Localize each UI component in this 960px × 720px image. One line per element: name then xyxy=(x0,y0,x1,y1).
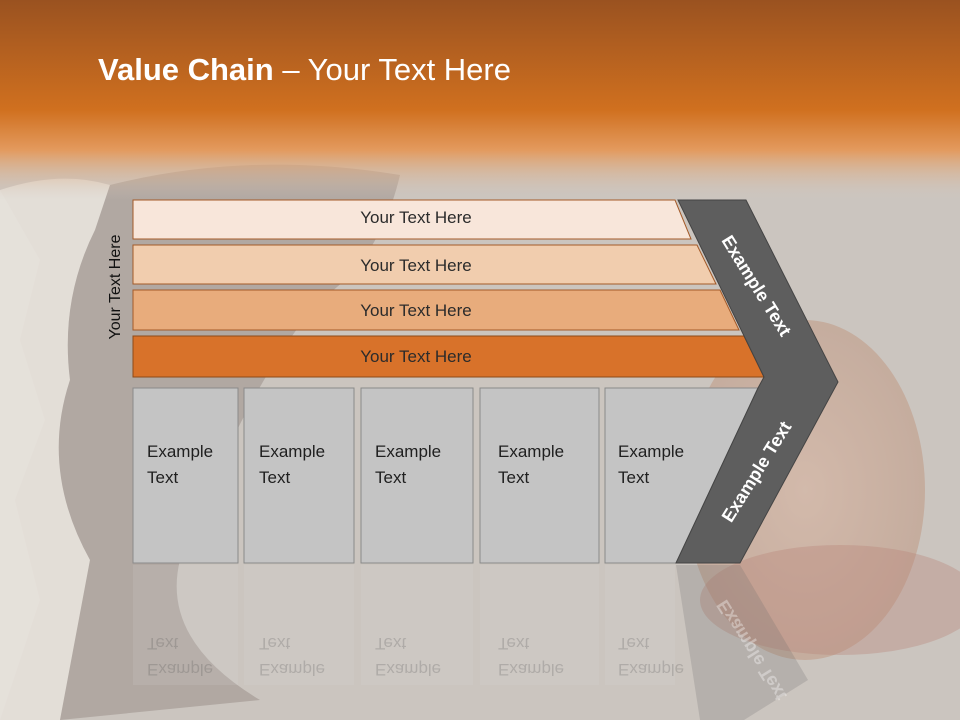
title-rest: – Your Text Here xyxy=(273,52,511,87)
box-3-label: Example Text xyxy=(375,439,475,491)
box-3-reflection-line2: Text xyxy=(375,634,407,653)
box-2-line2: Text xyxy=(259,468,291,487)
box-1-reflection-line2: Text xyxy=(147,634,179,653)
box-5-reflection-line1: Example xyxy=(618,660,685,679)
box-5-label: Example Text xyxy=(618,439,718,491)
box-4[interactable] xyxy=(479,387,600,564)
title-bold: Value Chain xyxy=(98,52,274,87)
box-2-reflection-line2: Text xyxy=(259,634,291,653)
box-3[interactable] xyxy=(360,387,474,564)
chevron-arrow[interactable] xyxy=(675,199,839,564)
bar-3-label: Your Text Here xyxy=(360,301,472,320)
bar-2-label: Your Text Here xyxy=(360,256,472,275)
bar-1-label: Your Text Here xyxy=(360,208,472,227)
box-4-reflection-line2: Text xyxy=(498,634,530,653)
box-4-line1: Example xyxy=(498,442,565,461)
box-5-reflection-line2: Text xyxy=(618,634,650,653)
box-1-label: Example Text xyxy=(147,439,247,491)
box-3-line1: Example xyxy=(375,442,442,461)
box-3-line2: Text xyxy=(375,468,407,487)
bar-1[interactable] xyxy=(132,199,692,240)
bar-4-label: Your Text Here xyxy=(360,347,472,366)
reflection xyxy=(133,565,675,685)
box-2-reflection-line1: Example xyxy=(259,660,326,679)
box-2-label: Example Text xyxy=(259,439,359,491)
box-5-reflection-label: Example Text xyxy=(618,630,718,682)
box-4-reflection-label: Example Text xyxy=(498,630,598,682)
chevron-reflection xyxy=(676,565,808,720)
bar-3[interactable] xyxy=(132,289,740,331)
box-5-line2: Text xyxy=(618,468,650,487)
box-4-label: Example Text xyxy=(498,439,598,491)
box-2[interactable] xyxy=(243,387,355,564)
box-3-reflection-label: Example Text xyxy=(375,630,475,682)
box-3-reflection-line1: Example xyxy=(375,660,442,679)
box-1-reflection-label: Example Text xyxy=(147,630,247,682)
box-1[interactable] xyxy=(132,387,239,564)
box-1-reflection-line1: Example xyxy=(147,660,214,679)
slide-title: Value Chain – Your Text Here xyxy=(98,52,511,88)
box-1-line2: Text xyxy=(147,468,179,487)
box-4-line2: Text xyxy=(498,468,530,487)
box-4-reflection-line1: Example xyxy=(498,660,565,679)
bar-2[interactable] xyxy=(132,244,717,285)
box-2-reflection-label: Example Text xyxy=(259,630,359,682)
box-5-line1: Example xyxy=(618,442,685,461)
box-1-line1: Example xyxy=(147,442,214,461)
box-2-line1: Example xyxy=(259,442,326,461)
